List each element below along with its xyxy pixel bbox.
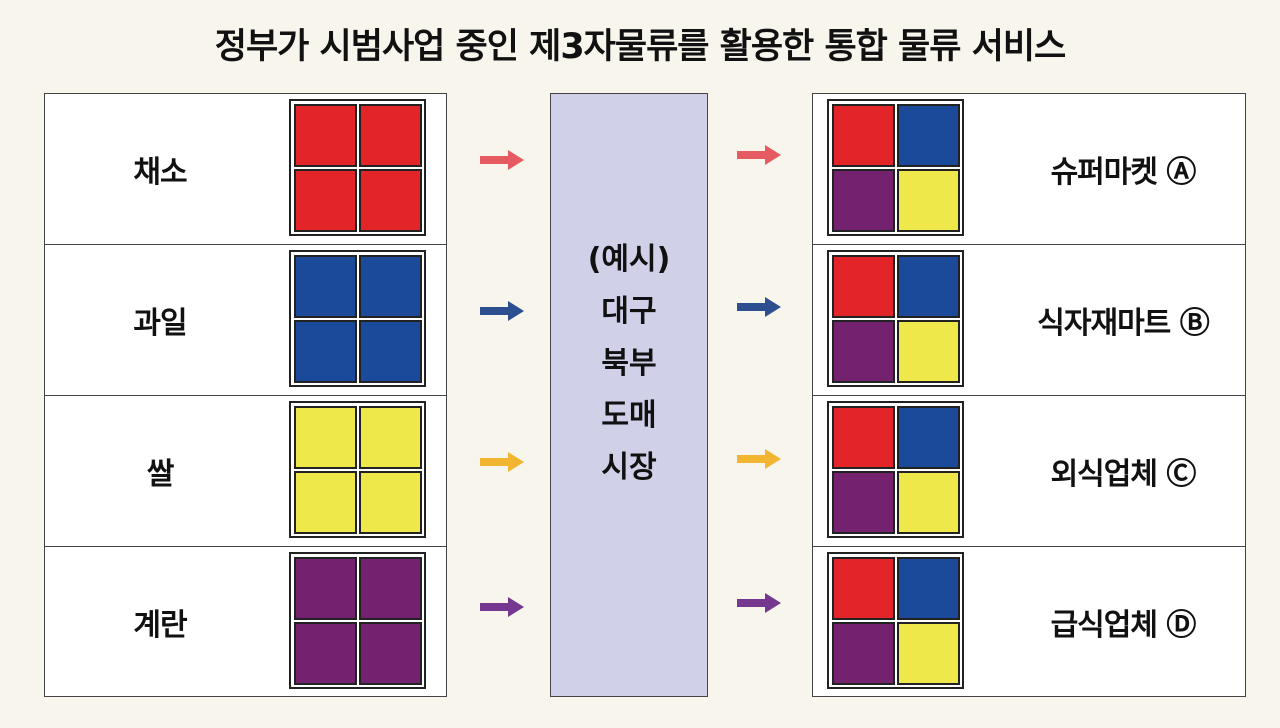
grid-cell — [832, 471, 895, 534]
destination-row-food-mart: 식자재마트 Ⓑ — [813, 244, 1245, 394]
mixed-grid — [827, 401, 964, 538]
grid-cell — [832, 557, 895, 620]
grid-cell — [294, 104, 357, 167]
product-row-eggs: 계란 — [45, 546, 446, 696]
product-row-fruit: 과일 — [45, 244, 446, 394]
grid-cell — [294, 406, 357, 469]
destination-label: 식자재마트 Ⓑ — [1037, 305, 1209, 341]
product-grid — [289, 250, 426, 387]
grid-cell — [359, 169, 422, 232]
grid-cell — [359, 255, 422, 318]
wholesale-market-box: (예시) 대구 북부 도매 시장 — [550, 93, 708, 697]
grid-cell — [897, 320, 960, 383]
grid-cell — [897, 406, 960, 469]
arrow-right-icon — [737, 145, 781, 165]
grid-cell — [294, 320, 357, 383]
arrow-right-icon — [737, 593, 781, 613]
mixed-grid — [827, 250, 964, 387]
destination-table: 슈퍼마켓 Ⓐ 식자재마트 Ⓑ 외식업체 Ⓒ 급식업체 Ⓓ — [812, 93, 1246, 697]
product-label: 계란 — [133, 607, 187, 643]
grid-cell — [832, 406, 895, 469]
arrow-right-icon — [480, 301, 524, 321]
product-grid — [289, 401, 426, 538]
arrow-right-icon — [480, 452, 524, 472]
grid-cell — [359, 471, 422, 534]
mixed-grid — [827, 99, 964, 236]
center-text-line: 북부 — [601, 346, 657, 381]
destination-label: 급식업체 Ⓓ — [1050, 607, 1197, 643]
grid-cell — [832, 320, 895, 383]
grid-cell — [897, 104, 960, 167]
center-text-line: 도매 — [601, 398, 657, 433]
destination-row-supermarket: 슈퍼마켓 Ⓐ — [813, 94, 1245, 244]
grid-cell — [294, 622, 357, 685]
product-label: 과일 — [133, 305, 187, 341]
grid-cell — [832, 104, 895, 167]
diagram-title: 정부가 시범사업 중인 제3자물류를 활용한 통합 물류 서비스 — [214, 27, 1066, 67]
grid-cell — [294, 557, 357, 620]
product-row-rice: 쌀 — [45, 395, 446, 545]
grid-cell — [359, 104, 422, 167]
grid-cell — [294, 255, 357, 318]
product-row-vegetables: 채소 — [45, 94, 446, 244]
arrow-right-icon — [737, 297, 781, 317]
center-text-line: 시장 — [601, 450, 657, 485]
grid-cell — [832, 255, 895, 318]
grid-cell — [294, 471, 357, 534]
product-label: 채소 — [133, 155, 187, 190]
grid-cell — [897, 471, 960, 534]
grid-cell — [359, 557, 422, 620]
arrow-right-icon — [480, 150, 524, 170]
grid-cell — [897, 255, 960, 318]
mixed-grid — [827, 552, 964, 689]
grid-cell — [897, 169, 960, 232]
center-text-line: (예시) — [587, 242, 671, 277]
destination-label: 외식업체 Ⓒ — [1050, 456, 1197, 492]
arrow-right-icon — [737, 449, 781, 469]
destination-label: 슈퍼마켓 Ⓐ — [1050, 155, 1197, 190]
grid-cell — [359, 320, 422, 383]
product-label: 쌀 — [146, 456, 175, 492]
destination-row-restaurant: 외식업체 Ⓒ — [813, 395, 1245, 545]
center-text-line: 대구 — [601, 294, 657, 329]
grid-cell — [832, 622, 895, 685]
grid-cell — [832, 169, 895, 232]
grid-cell — [294, 169, 357, 232]
destination-row-catering: 급식업체 Ⓓ — [813, 546, 1245, 696]
arrow-right-icon — [480, 597, 524, 617]
grid-cell — [897, 622, 960, 685]
product-grid — [289, 99, 426, 236]
grid-cell — [359, 622, 422, 685]
product-table: 채소 과일 쌀 계란 — [44, 93, 447, 697]
product-grid — [289, 552, 426, 689]
grid-cell — [359, 406, 422, 469]
grid-cell — [897, 557, 960, 620]
